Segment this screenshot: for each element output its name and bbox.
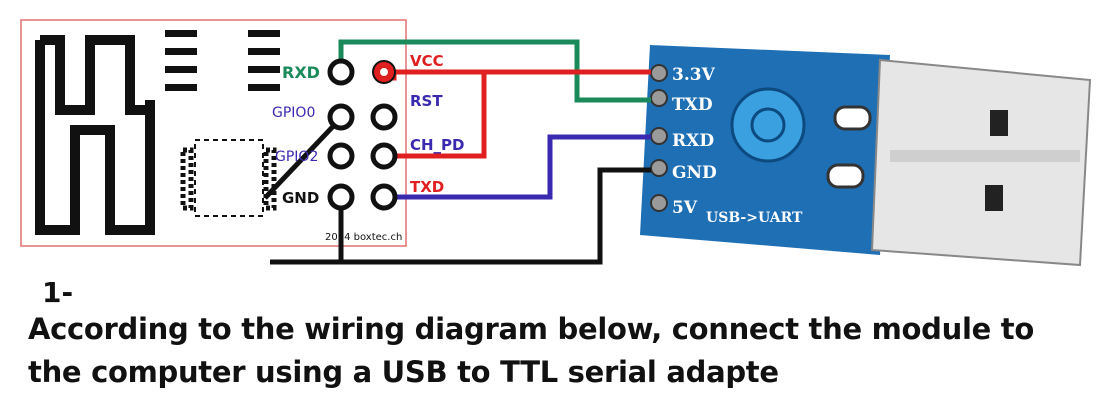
chip-pads-right xyxy=(248,30,280,91)
wire-blue-txd-rxd xyxy=(384,134,651,200)
pin-label-txd: TXD xyxy=(410,178,444,196)
esp-pins xyxy=(327,58,398,211)
instruction-line-2: the computer using a USB to TTL serial a… xyxy=(28,355,779,389)
wire-red-chpd xyxy=(384,72,487,159)
adapter-pin-rxd: RXD xyxy=(672,131,714,151)
antenna-trace xyxy=(35,35,155,235)
adapter-label: USB->UART xyxy=(706,210,803,226)
step-number: 1- xyxy=(42,276,74,309)
wire-red-vcc xyxy=(384,69,651,81)
pin-label-gpio0: GPIO0 xyxy=(272,105,315,121)
wire-black-gnd xyxy=(338,167,651,265)
wiring-diagram: RXD GPIO0 GPIO2 GND VCC RST CH_PD TXD 20… xyxy=(20,19,1092,267)
adapter-logo xyxy=(730,87,806,163)
usb-adapter xyxy=(640,45,1092,267)
pin-label-chpd: CH_PD xyxy=(410,136,465,154)
instruction-line-1: According to the wiring diagram below, c… xyxy=(28,312,1034,346)
copyright-text: 2014 boxtec.ch xyxy=(325,232,402,243)
adapter-pin-5v: 5V xyxy=(672,198,698,218)
chip-pads-left xyxy=(165,30,197,91)
wire-black-gpio0 xyxy=(263,116,343,200)
mcu-chip xyxy=(180,139,277,217)
adapter-pin-gnd: GND xyxy=(672,163,717,183)
pin-label-gpio2: GPIO2 xyxy=(275,149,318,165)
wire-green-rxd-txd xyxy=(338,39,651,103)
pin-label-vcc: VCC xyxy=(410,52,444,70)
pin-label-rst: RST xyxy=(410,92,443,110)
pin-label-gnd: GND xyxy=(282,189,319,207)
pin-label-rxd: RXD xyxy=(282,63,320,82)
adapter-pin-txd: TXD xyxy=(672,95,713,115)
adapter-pin-3v3: 3.3V xyxy=(672,65,716,85)
usb-plug xyxy=(870,58,1092,267)
